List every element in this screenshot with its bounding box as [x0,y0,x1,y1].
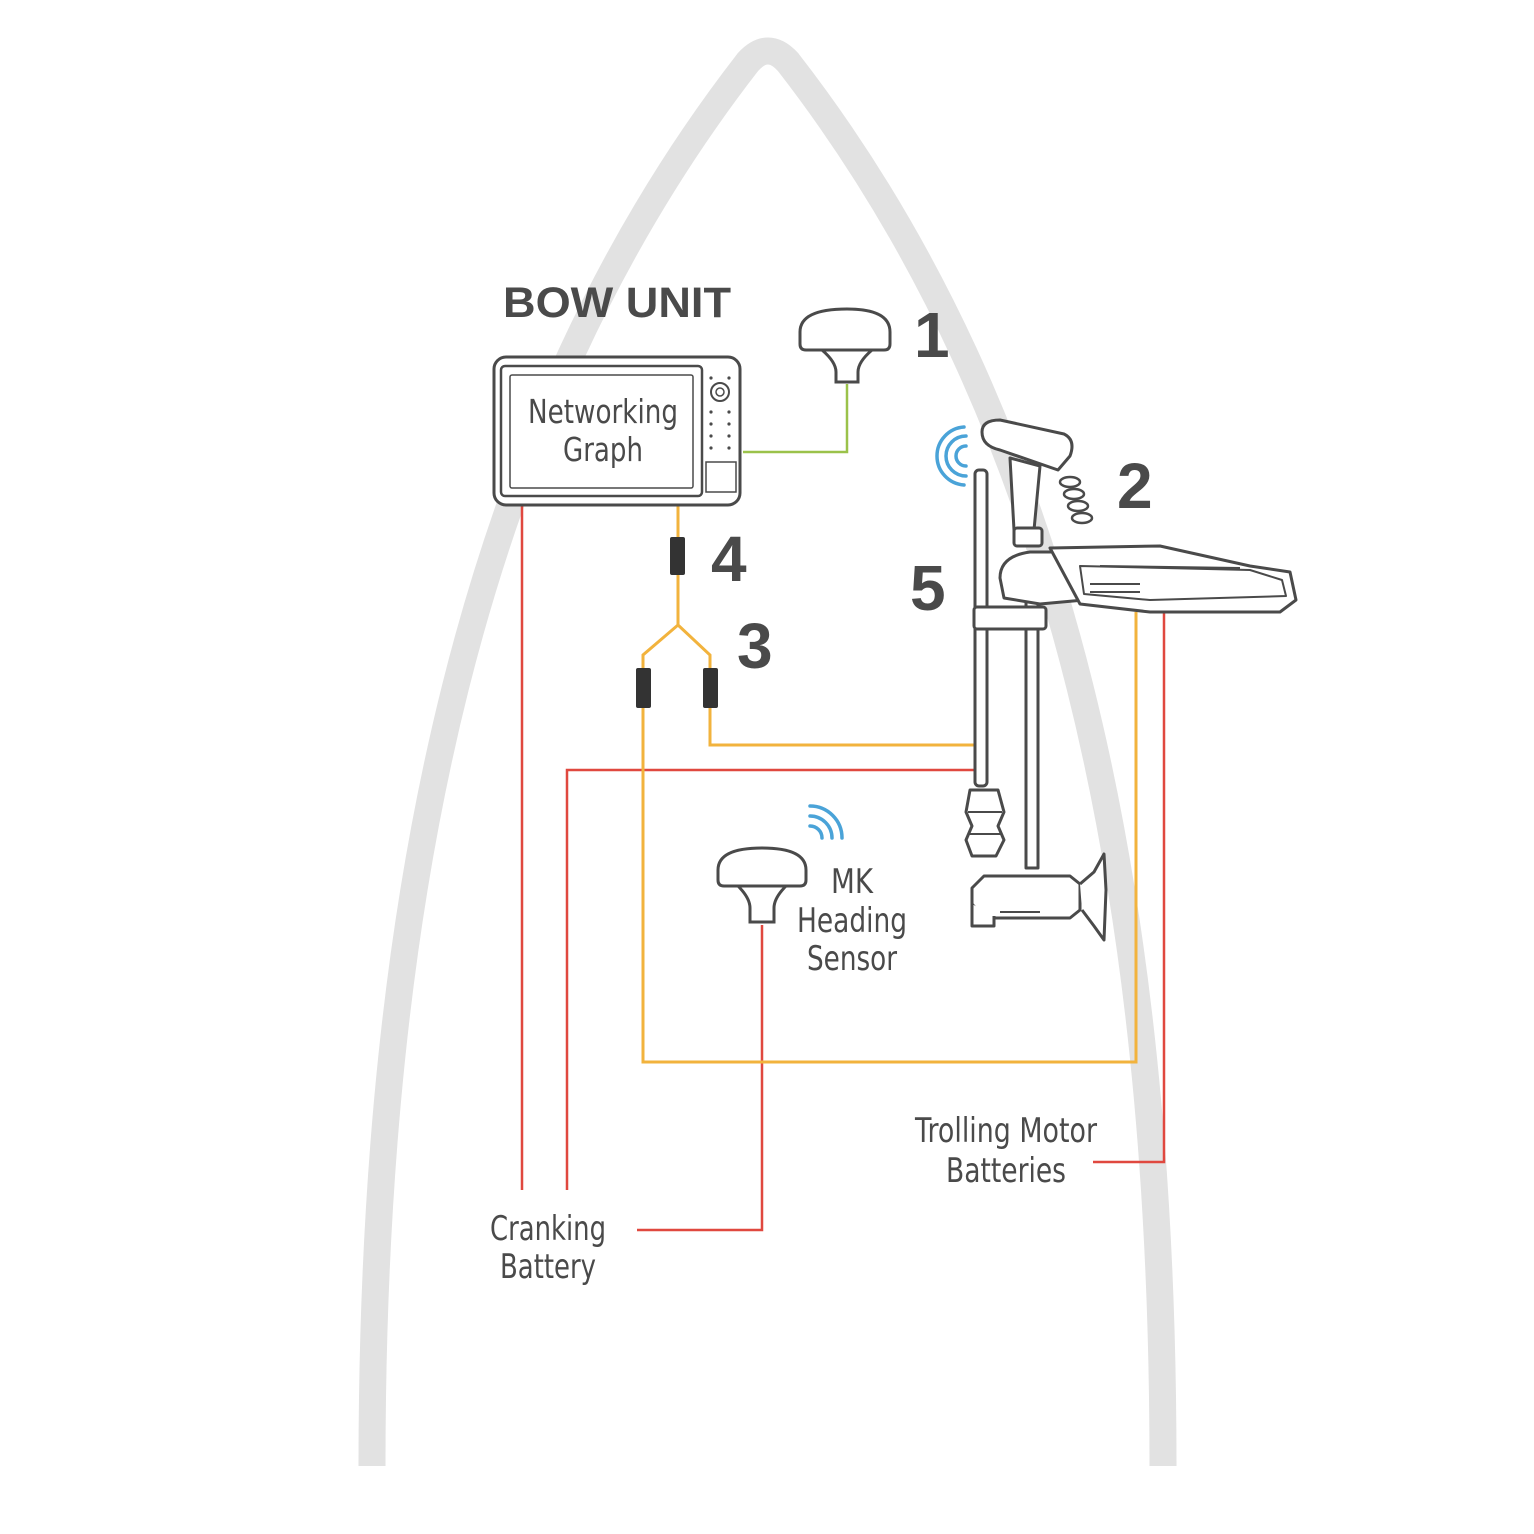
boat-hull-outline [358,37,1177,1467]
svg-text:Trolling Motor: Trolling Motor [914,1111,1097,1151]
svg-text:Battery: Battery [500,1247,596,1287]
heading-sensor-power-wire [637,925,764,1232]
callout-3: 3 [737,610,773,682]
coiled-cord [1058,475,1094,525]
display-button-column [709,376,731,450]
heading-sensor-icon [716,846,808,924]
y-cable-left-connector [636,668,651,708]
motor-power-wire [565,768,975,1190]
callout-4: 4 [711,523,747,595]
gps-wire [743,384,849,454]
cranking-battery-label: Cranking Battery [490,1209,606,1287]
trolling-battery-wire [1093,612,1166,1164]
display-label-line1: Networking [528,392,678,431]
svg-text:MK: MK [831,862,874,902]
svg-text:Cranking: Cranking [490,1209,606,1249]
display-knob-icon [710,382,730,402]
trolling-motor-wireless-icon [935,425,968,487]
gps-antenna-icon [798,307,892,384]
heading-sensor-label: MK Heading Sensor [797,862,907,979]
y-cable-right-connector [703,668,718,708]
heading-sensor-wireless-icon [808,804,844,840]
svg-text:Heading: Heading [797,901,907,941]
trolling-motor-icon [964,418,1298,942]
network-terminator-4 [670,537,685,575]
svg-text:Batteries: Batteries [946,1151,1066,1191]
callout-1: 1 [914,299,950,371]
callout-2: 2 [1117,450,1153,522]
display-label-line2: Graph [563,430,643,469]
bow-unit-title: BOW UNIT [503,279,731,327]
bow-unit-display: Networking Graph [492,355,742,507]
svg-text:Sensor: Sensor [807,939,897,979]
trolling-batteries-label: Trolling Motor Batteries [914,1111,1097,1191]
y-cable-left-branch [641,612,1138,1064]
y-cable-right-branch [676,623,975,747]
callout-5: 5 [910,552,946,624]
